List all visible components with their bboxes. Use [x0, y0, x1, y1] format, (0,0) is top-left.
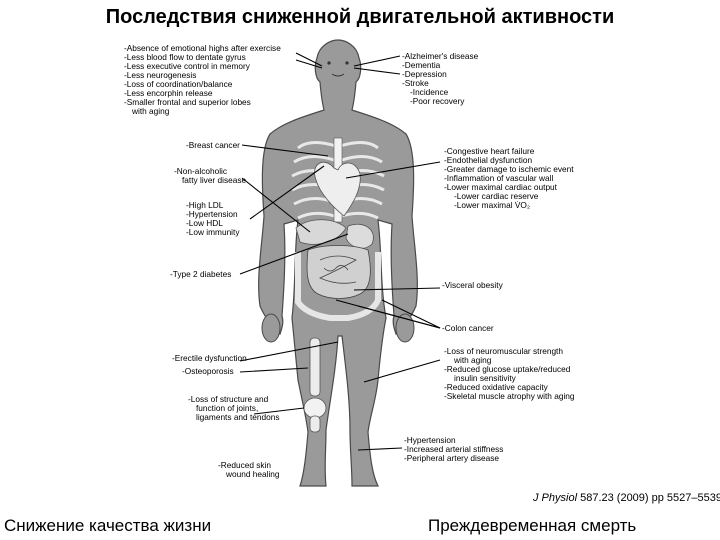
body-diagram: -Absence of emotional highs after exerci… — [124, 39, 576, 487]
brain-disease-list: -Alzheimer's disease -Dementia -Depressi… — [402, 51, 481, 106]
type2-diabetes-label: -Type 2 diabetes — [170, 269, 231, 279]
osteoporosis-label: -Osteoporosis — [182, 366, 234, 376]
vascular-disease-list: -Hypertension -Increased arterial stiffn… — [404, 435, 506, 463]
visceral-obesity-label: -Visceral obesity — [442, 280, 504, 290]
wound-healing-label: -Reduced skin wound healing — [218, 460, 280, 479]
fatty-liver-label: -Non-alcoholic fatty liver disease — [174, 166, 246, 185]
erectile-dysfunction-label: -Erectile dysfunction — [172, 353, 247, 363]
cardiovascular-list: -Congestive heart failure -Endothelial d… — [444, 146, 576, 210]
slide-title: Последствия сниженной двигательной актив… — [105, 6, 615, 28]
breast-cancer-label: -Breast cancer — [186, 140, 240, 150]
footer-quality-of-life: Снижение качества жизни — [4, 516, 212, 535]
citation-details: 587.23 (2009) pp 5527–5539 — [577, 492, 720, 504]
joints-ligaments-label: -Loss of structure and function of joint… — [188, 394, 280, 422]
leader-lines — [239, 52, 441, 451]
journal-name: J Physiol — [533, 492, 578, 504]
colon-cancer-label: -Colon cancer — [442, 323, 494, 333]
skeletal-muscle-list: -Loss of neuromuscular strength with agi… — [444, 346, 575, 401]
human-body-figure — [258, 39, 418, 487]
brain-effects-list: -Absence of emotional highs after exerci… — [124, 43, 283, 116]
journal-citation: J Physiol 587.23 (2009) pp 5527–5539 — [533, 492, 720, 504]
metabolic-risk-list: -High LDL -Hypertension -Low HDL -Low im… — [186, 200, 240, 237]
footer-premature-death: Преждевременная смерть — [428, 516, 637, 535]
